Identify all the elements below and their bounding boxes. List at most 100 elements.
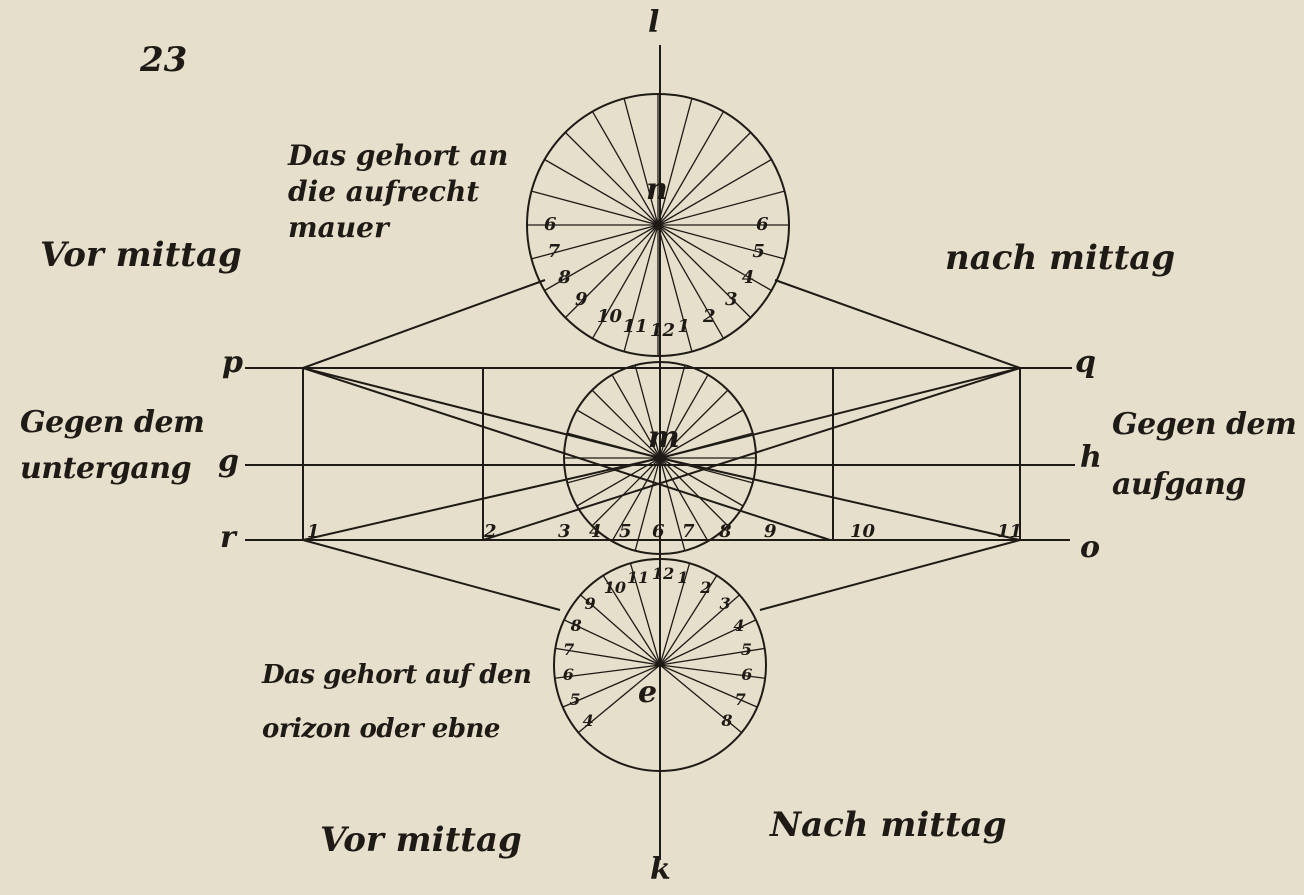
construction-ray <box>659 457 729 527</box>
hour-ray <box>657 224 772 292</box>
construction-ray <box>591 389 661 459</box>
hour-ray <box>602 575 661 666</box>
tangent-line <box>774 279 1021 369</box>
bottom-dial-hour-number: 3 <box>719 594 731 614</box>
diagonal <box>482 367 1021 541</box>
hour-ray <box>659 575 718 666</box>
bottom-dial-hour-number: 10 <box>603 578 627 597</box>
baseline-number: 8 <box>719 521 732 542</box>
diagonal <box>302 367 661 459</box>
baseline-number: 11 <box>997 521 1023 542</box>
construction-ray <box>611 457 661 542</box>
vor-mittag-top-label: Vor mittag <box>40 235 242 275</box>
top-dial-hour-number: 2 <box>703 305 716 327</box>
vertical-wall-note: Das gehort an die aufrecht mauer <box>288 138 508 246</box>
inner-rectangle <box>482 367 834 541</box>
diagonal <box>659 457 1021 541</box>
point-n: n <box>646 172 668 207</box>
hour-ray <box>659 664 743 734</box>
top-dial-hour-number: 10 <box>597 305 623 327</box>
hour-ray <box>657 224 725 339</box>
hour-ray <box>659 563 691 666</box>
top-dial-hour-number: 8 <box>558 267 571 288</box>
baseline-number: 5 <box>619 521 632 542</box>
hour-ray <box>554 664 661 679</box>
bottom-dial-hour-number: 1 <box>677 567 689 587</box>
construction-ray <box>659 432 753 459</box>
hour-ray <box>657 224 693 352</box>
diagonal <box>659 367 1021 459</box>
top-dial-hour-number: 12 <box>650 320 676 341</box>
gegen-aufgang-label: Gegen dem aufgang <box>1112 395 1297 515</box>
gegen-untergang-label: Gegen dem untergang <box>20 400 205 492</box>
bottom-dial-hour-number: 4 <box>733 615 745 635</box>
bottom-dial-hour-number: 8 <box>721 711 733 731</box>
point-q: q <box>1075 345 1096 380</box>
bottom-dial-hour-number: 9 <box>584 594 596 614</box>
baseline-number: 2 <box>484 521 497 542</box>
label-line: Gegen dem <box>1112 407 1297 442</box>
label-line: aufgang <box>1112 467 1246 502</box>
bottom-dial-hour-number: 4 <box>582 711 594 731</box>
construction-ray <box>659 374 709 459</box>
top-dial-hour-number: 9 <box>575 288 588 310</box>
baseline-number: 6 <box>652 521 665 542</box>
baseline-number: 7 <box>682 521 695 542</box>
baseline-number: 1 <box>307 521 320 542</box>
bottom-dial-hour-number: 8 <box>570 615 582 635</box>
hour-ray <box>659 619 757 666</box>
bottom-dial-hour-number: 12 <box>652 564 675 583</box>
hour-ray <box>657 190 785 226</box>
hour-ray <box>564 224 659 319</box>
bottom-dial-hour-number: 11 <box>626 567 650 587</box>
top-dial-hour-number: 6 <box>544 214 557 235</box>
point-l: l <box>648 5 660 40</box>
point-h: h <box>1080 440 1102 475</box>
point-e: e <box>638 675 658 710</box>
construction-ray <box>591 457 661 527</box>
hour-ray <box>657 111 725 226</box>
hour-ray <box>657 224 785 260</box>
baseline-number: 10 <box>850 521 876 542</box>
tangent-line <box>302 279 546 369</box>
point-k: k <box>650 852 671 887</box>
top-dial-hour-number: 11 <box>622 316 648 338</box>
nach-mittag-top-label: nach mittag <box>945 238 1176 278</box>
top-dial-hour-number: 3 <box>724 288 738 310</box>
bottom-dial-hour-number: 6 <box>562 665 574 685</box>
hour-ray <box>544 158 659 226</box>
hour-ray <box>657 131 752 226</box>
hour-ray <box>564 131 659 226</box>
baseline-number: 9 <box>764 521 777 542</box>
hour-ray <box>562 664 661 708</box>
hour-ray <box>657 158 772 226</box>
construction-ray <box>611 374 661 459</box>
construction-ray <box>567 432 661 459</box>
hour-ray <box>577 664 661 734</box>
construction-ray <box>659 409 744 459</box>
hour-ray <box>659 594 740 666</box>
tangent-line <box>302 539 561 611</box>
hour-ray <box>629 563 661 666</box>
note-line: mauer <box>288 211 389 244</box>
top-dial-hour-number: 7 <box>547 241 561 263</box>
construction-ray <box>659 365 686 459</box>
construction-ray <box>576 457 661 507</box>
nach-mittag-bottom-label: Nach mittag <box>770 805 1007 845</box>
hour-ray <box>591 111 659 226</box>
label-line: Gegen dem <box>20 405 205 440</box>
hour-ray <box>659 664 766 679</box>
construction-ray <box>659 457 744 507</box>
construction-ray <box>567 457 661 484</box>
hour-ray <box>563 619 661 666</box>
bottom-dial-hour-number: 5 <box>569 689 581 709</box>
bottom-dial-hour-number: 7 <box>734 689 746 709</box>
hour-ray <box>659 647 765 666</box>
construction-ray <box>659 457 753 484</box>
bottom-dial-hour-number: 5 <box>740 639 753 659</box>
hour-ray <box>657 98 693 226</box>
vor-mittag-bottom-label: Vor mittag <box>320 820 522 860</box>
top-dial-hour-number: 4 <box>741 267 755 288</box>
construction-ray <box>659 389 729 459</box>
